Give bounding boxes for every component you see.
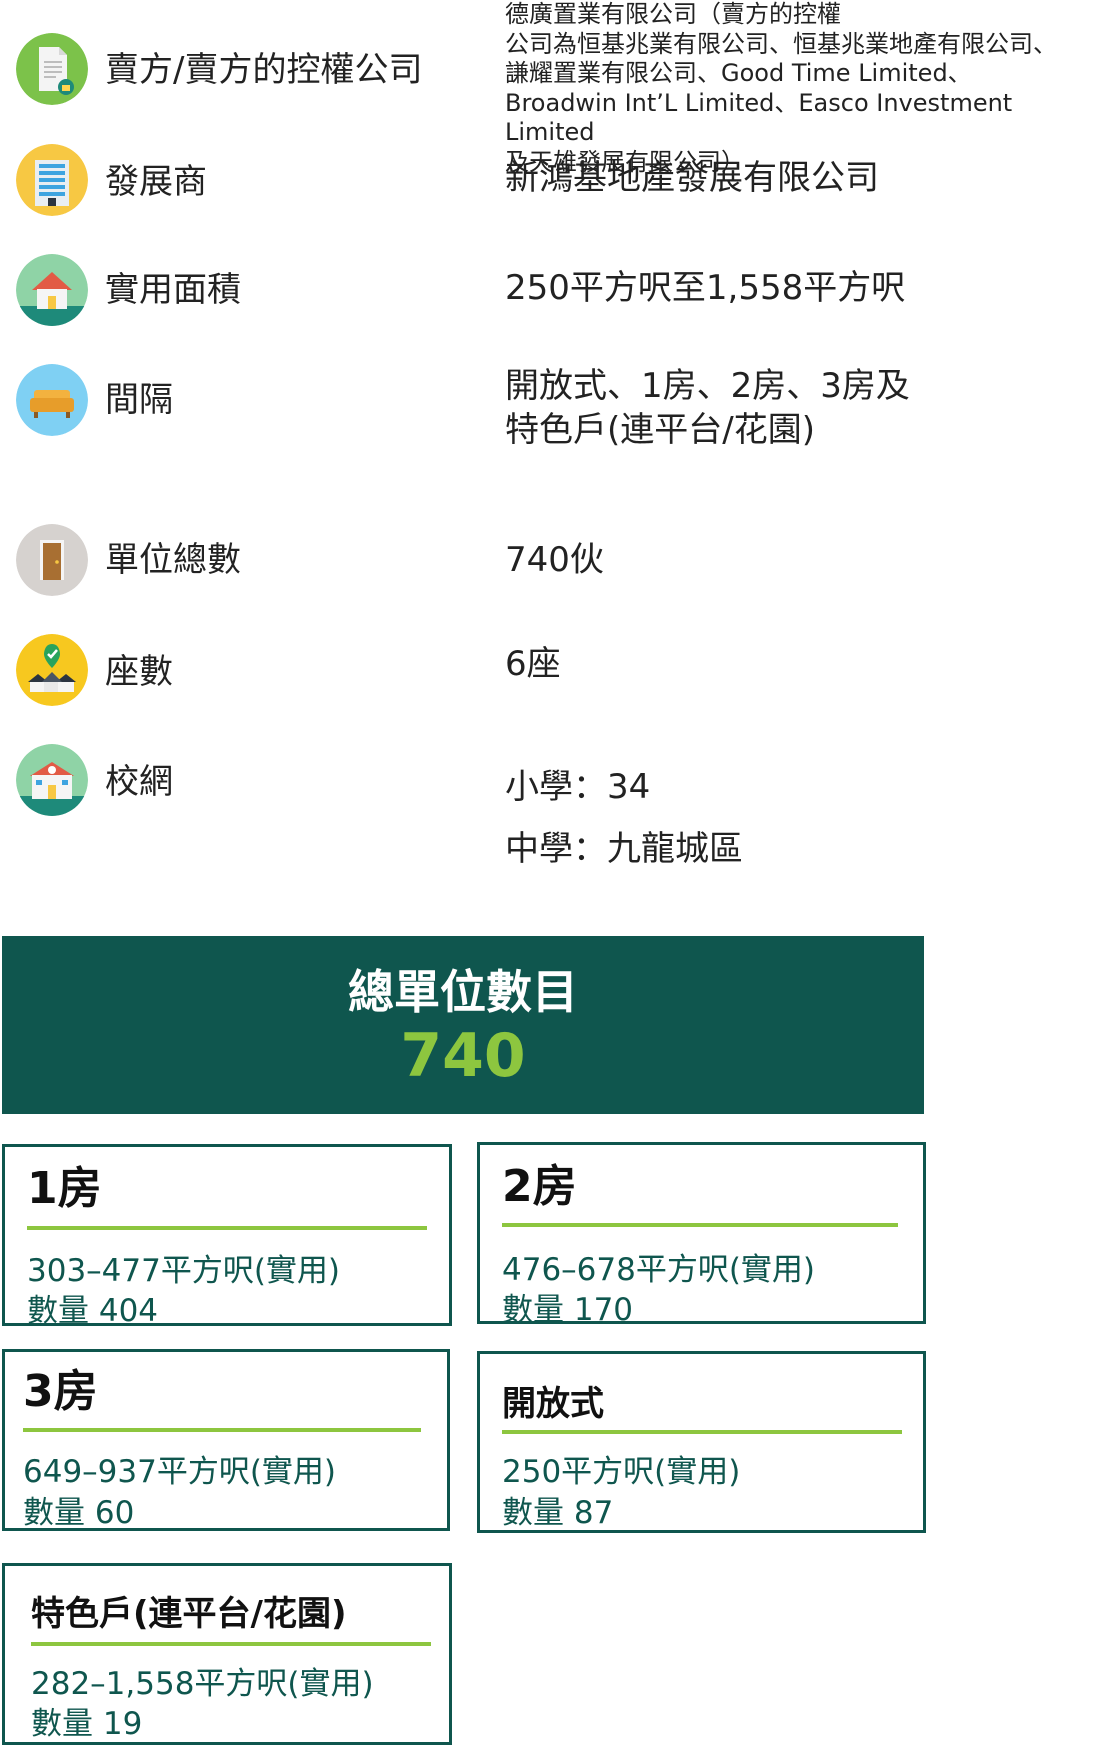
unit-card-title: 2房 [502, 1161, 577, 1212]
value-line: 6座 [505, 644, 561, 684]
unit-card-count: 數量 19 [31, 1706, 143, 1742]
total-units-banner: 總單位數目 740 [2, 936, 924, 1114]
unit-card-count: 數量 60 [23, 1495, 135, 1531]
value-line: 小學：34 [505, 767, 651, 807]
unit-card-divider [31, 1642, 431, 1646]
detail-label: 實用面積 [105, 270, 241, 310]
houses-pin-icon [16, 634, 88, 706]
value-line: 740伙 [505, 540, 604, 580]
detail-row-layout: 間隔 開放式、1房、2房、3房及 特色戶(連平台/花園) [0, 364, 1093, 484]
detail-label: 校網 [105, 762, 173, 802]
detail-row-blocks: 座數 6座 [0, 634, 1093, 718]
detail-label: 間隔 [105, 380, 173, 420]
unit-card-title: 特色戶(連平台/花園) [31, 1594, 347, 1634]
value-line: 及天雄發展有限公司） [505, 147, 745, 176]
unit-card-area: 250平方呎(實用) [502, 1454, 741, 1490]
detail-label: 發展商 [105, 162, 207, 202]
document-icon [16, 33, 88, 105]
unit-card-divider [502, 1430, 902, 1434]
value-line: 中學：九龍城區 [505, 829, 743, 869]
unit-card-area: 649–937平方呎(實用) [23, 1454, 337, 1490]
detail-row-developer: 發展商 新鴻基地產發展有限公司 [0, 140, 1093, 240]
building-icon [16, 144, 88, 216]
detail-value: 新鴻基地產發展有限公司 [505, 156, 879, 200]
detail-value: 6座 [505, 642, 561, 686]
value-line: 250平方呎至1,558平方呎 [505, 268, 906, 308]
door-icon [16, 524, 88, 596]
unit-card-special: 特色戶(連平台/花園) 282–1,558平方呎(實用) 數量 19 [2, 1563, 452, 1745]
unit-card-area: 476–678平方呎(實用) [502, 1252, 816, 1288]
unit-card-area: 282–1,558平方呎(實用) [31, 1666, 374, 1702]
value-line: 德廣置業有限公司（賣方的控權 [505, 0, 841, 28]
unit-card-title: 開放式 [502, 1384, 604, 1424]
detail-row-seller: 賣方/賣方的控權公司 德廣置業有限公司（賣方的控權 公司為恒基兆業有限公司、恒基… [0, 0, 1093, 176]
unit-card-count: 數量 404 [27, 1293, 159, 1329]
detail-row-area: 實用面積 250平方呎至1,558平方呎 [0, 252, 1093, 336]
detail-value: 開放式、1房、2房、3房及 特色戶(連平台/花園) [505, 364, 910, 452]
unit-card-divider [27, 1226, 427, 1230]
detail-value: 740伙 [505, 538, 604, 582]
value-line: 新鴻基地產發展有限公司 [505, 158, 879, 198]
total-units-count: 740 [400, 1021, 526, 1091]
unit-card-open-plan: 開放式 250平方呎(實用) 數量 87 [477, 1351, 926, 1533]
unit-card-title: 1房 [27, 1163, 102, 1214]
unit-card-count: 數量 87 [502, 1495, 614, 1531]
school-icon [16, 744, 88, 816]
detail-row-units: 單位總數 740伙 [0, 524, 1093, 608]
house-icon [16, 254, 88, 326]
detail-label: 賣方/賣方的控權公司 [105, 50, 423, 90]
unit-card-divider [502, 1223, 898, 1227]
unit-card-title: 3房 [23, 1366, 98, 1417]
value-line: Broadwin Int’L Limited、Easco Investment … [505, 88, 1013, 147]
unit-card-1-room: 1房 303–477平方呎(實用) 數量 404 [2, 1144, 452, 1329]
detail-label: 單位總數 [105, 540, 241, 580]
unit-card-3-room: 3房 649–937平方呎(實用) 數量 60 [2, 1349, 450, 1531]
detail-row-school-net: 校網 小學：34 中學：九龍城區 [0, 744, 1093, 874]
unit-card-area: 303–477平方呎(實用) [27, 1253, 341, 1289]
total-units-title: 總單位數目 [348, 965, 578, 1019]
detail-value: 小學：34 中學：九龍城區 [505, 756, 743, 880]
value-line: 開放式、1房、2房、3房及 [505, 366, 910, 406]
detail-value: 德廣置業有限公司（賣方的控權 公司為恒基兆業有限公司、恒基兆業地產有限公司、 謙… [505, 0, 1090, 177]
value-line: 謙耀置業有限公司、Good Time Limited、 [505, 59, 972, 87]
value-line: 公司為恒基兆業有限公司、恒基兆業地產有限公司、 [505, 29, 1057, 58]
detail-value: 250平方呎至1,558平方呎 [505, 266, 905, 310]
sofa-icon [16, 364, 88, 436]
unit-card-divider [23, 1428, 421, 1432]
value-line: 特色戶(連平台/花園) [505, 410, 815, 450]
detail-label: 座數 [105, 652, 173, 692]
unit-card-2-room: 2房 476–678平方呎(實用) 數量 170 [477, 1142, 926, 1328]
unit-card-count: 數量 170 [502, 1292, 634, 1328]
